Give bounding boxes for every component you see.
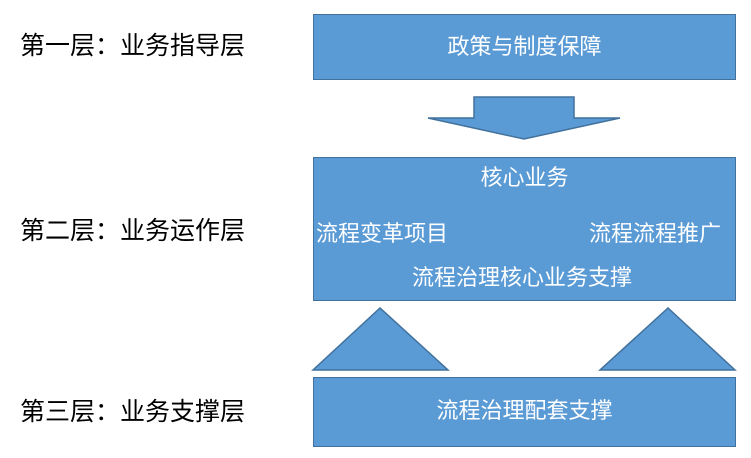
right-support-triangle bbox=[598, 306, 737, 371]
layer-1-label: 第一层：业务指导层 bbox=[20, 31, 246, 60]
support-box: 流程治理配套支撑 bbox=[313, 377, 736, 447]
left-support-triangle bbox=[311, 306, 450, 371]
core-business-box: 核心业务 流程变革项目 流程流程推广 流程治理核心业务支撑 bbox=[313, 157, 736, 301]
support-box-text: 流程治理配套支撑 bbox=[436, 399, 613, 424]
core-business-title: 核心业务 bbox=[480, 166, 569, 191]
policy-box: 政策与制度保障 bbox=[313, 14, 736, 80]
core-business-right-item: 流程流程推广 bbox=[588, 222, 721, 247]
down-arrow bbox=[427, 96, 621, 140]
core-business-bottom-item: 流程治理核心业务支撑 bbox=[412, 266, 633, 291]
layer-3-label: 第三层：业务支撑层 bbox=[20, 397, 246, 426]
core-business-left-item: 流程变革项目 bbox=[316, 222, 449, 247]
policy-box-text: 政策与制度保障 bbox=[447, 35, 602, 60]
layer-2-label: 第二层：业务运作层 bbox=[20, 216, 246, 245]
